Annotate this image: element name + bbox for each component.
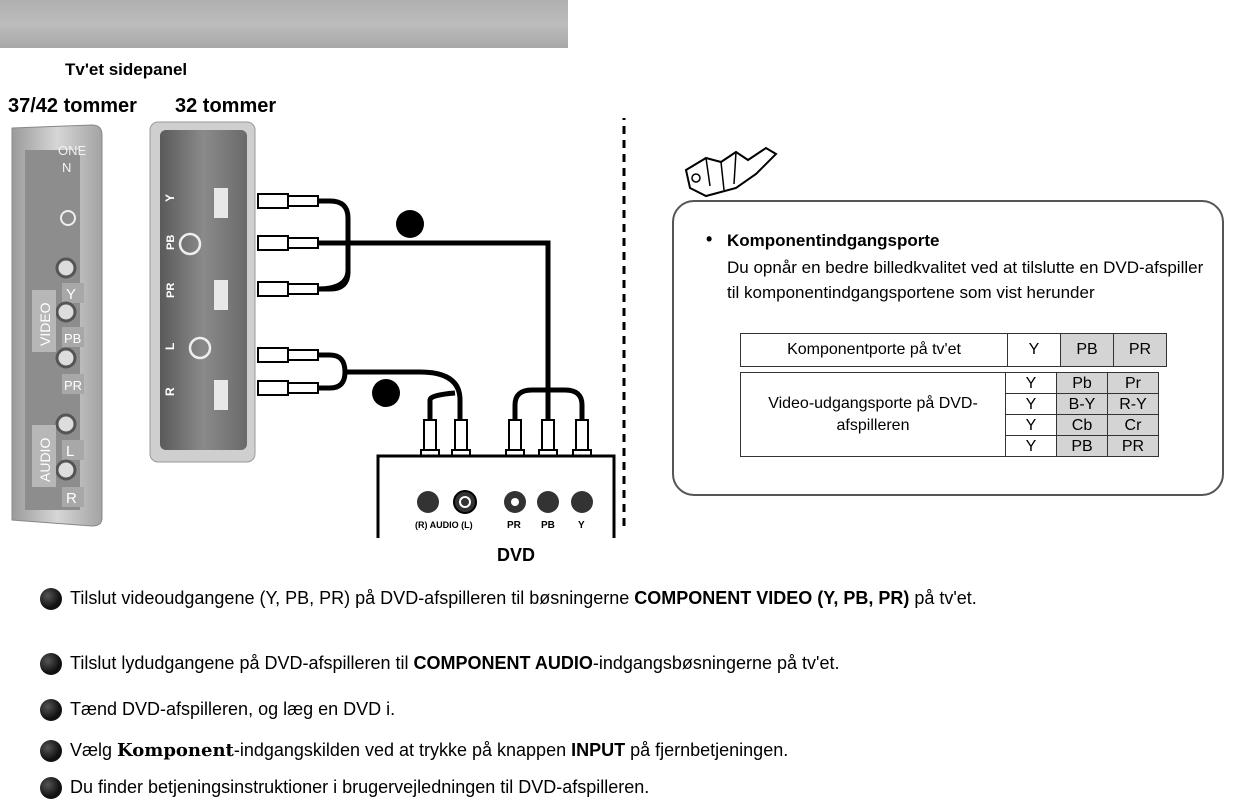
- large-label-video: VIDEO: [37, 302, 53, 346]
- dvd-port-pr: R-Y: [1107, 393, 1159, 415]
- dvd-label: DVD: [497, 545, 536, 565]
- step-2-post: -indgangsbøsningerne på tv'et.: [592, 653, 840, 673]
- large-label-one: ONE: [58, 143, 87, 158]
- dvd-jack-y: [571, 491, 593, 513]
- small-jack-pb: [178, 232, 202, 256]
- dvd-jack-pb: [537, 491, 559, 513]
- step-4-text: Vælg Komponent-indgangskilden ved at try…: [70, 736, 788, 765]
- small-jack-l: [188, 336, 212, 360]
- step-1-marker: [40, 588, 62, 610]
- tv-port-pr: PR: [1113, 333, 1167, 367]
- small-label-y: Y: [163, 194, 177, 202]
- step-4-bold2: INPUT: [571, 740, 626, 760]
- dvd-port-y: Y: [1005, 435, 1057, 457]
- large-label-n: N: [62, 160, 71, 175]
- table-row: Komponentporte på tv'et Y PB PR: [740, 333, 1167, 367]
- step-1-post: på tv'et.: [909, 588, 977, 608]
- size-label-small: 32 tommer: [175, 95, 277, 117]
- panel-plugs: [257, 193, 319, 396]
- step-2-text: Tilslut lydudgangene på DVD-afspilleren …: [70, 649, 839, 677]
- tv-port-pb: PB: [1060, 333, 1114, 367]
- step-4-post: på fjernbetjeningen.: [625, 740, 789, 760]
- cables: [317, 198, 585, 420]
- small-label-pb: PB: [165, 235, 177, 250]
- step-2-pre: Tilslut lydudgangene på DVD-afspilleren …: [70, 653, 414, 673]
- dvd-port-pr: Pr: [1107, 372, 1159, 394]
- step-4-pre: Vælg: [70, 740, 118, 760]
- dvd-audio-label: (R) AUDIO (L): [415, 520, 473, 530]
- step-4-bold: Komponent: [117, 740, 234, 761]
- dvd-ports-table: Video-udgangsporte på DVD-afspilleren Y …: [740, 372, 1159, 457]
- step-4-mid: -indgangskilden ved at trykke på knappen: [233, 740, 572, 760]
- dvd-port-y: Y: [1005, 372, 1057, 394]
- tv-ports-label: Komponentporte på tv'et: [740, 333, 1008, 367]
- large-label-pb: PB: [64, 331, 81, 346]
- dvd-port-pr: Cr: [1107, 414, 1159, 436]
- step-4-marker: [40, 740, 62, 762]
- headphone-icon: [60, 210, 76, 226]
- step-1-pre: Tilslut videoudgangene (Y, PB, PR) på DV…: [70, 588, 635, 608]
- step-3-text: Tænd DVD-afspilleren, og læg en DVD i.: [70, 699, 396, 719]
- large-label-y: Y: [66, 286, 76, 303]
- tip-heading: Komponentindgangsporte: [727, 231, 940, 250]
- small-label-pr: PR: [165, 283, 177, 298]
- tv-ports-table: Komponentporte på tv'et Y PB PR: [740, 333, 1167, 367]
- large-label-l: L: [66, 443, 74, 460]
- large-label-audio: AUDIO: [37, 438, 53, 482]
- step-marker-1: [396, 210, 424, 238]
- dvd-port-pb: B-Y: [1056, 393, 1108, 415]
- dvd-y-label: Y: [578, 520, 585, 531]
- large-jack-y: [55, 301, 77, 323]
- dvd-pr-label: PR: [507, 520, 522, 531]
- large-label-r: R: [66, 490, 77, 507]
- dvd-port-y: Y: [1005, 414, 1057, 436]
- tv-panel-large: ONE N Y PB PR L R VIDEO AUDIO: [11, 124, 103, 527]
- table-row: Y PB PR: [741, 435, 1159, 457]
- dvd-port-pb: Pb: [1056, 372, 1108, 394]
- small-label-r: R: [163, 387, 177, 396]
- step-marker-2: [372, 379, 400, 407]
- large-jack-video: [55, 257, 77, 279]
- table-row: Y B-Y R-Y: [741, 393, 1159, 415]
- dvd-player: (R) AUDIO (L) PR PB Y: [376, 454, 616, 538]
- panel-title: Tv'et sidepanel: [65, 60, 188, 79]
- small-label-l: L: [163, 343, 177, 350]
- large-jack-pr: [55, 413, 77, 435]
- dvd-ports-label: Video-udgangsporte på DVD-afspilleren: [740, 372, 1006, 457]
- large-jack-l: [55, 459, 77, 481]
- step-1-bold: COMPONENT VIDEO (Y, PB, PR): [634, 588, 910, 608]
- step-3-marker: [40, 699, 62, 721]
- large-jack-pb: [55, 347, 77, 369]
- dvd-jack-audio-r: [417, 491, 439, 513]
- step-5-text: Du finder betjeningsinstruktioner i brug…: [70, 777, 650, 797]
- tv-port-y: Y: [1007, 333, 1061, 367]
- dvd-pb-label: PB: [541, 520, 555, 531]
- step-5-marker: [40, 777, 62, 799]
- tip-body: Du opnår en bedre billedkvalitet ved at …: [727, 258, 1204, 302]
- size-label-large: 37/42 tommer: [8, 95, 137, 117]
- step-1-text: Tilslut videoudgangene (Y, PB, PR) på DV…: [70, 584, 1235, 612]
- large-label-pr: PR: [64, 378, 82, 393]
- dvd-port-y: Y: [1005, 393, 1057, 415]
- table-row: Video-udgangsporte på DVD-afspilleren Y …: [740, 372, 1159, 457]
- step-2-bold: COMPONENT AUDIO: [413, 653, 593, 673]
- tip-bullet: •: [706, 229, 713, 249]
- connection-diagram: ONE N Y PB PR L R VIDEO AUDIO Y PB PR L: [11, 118, 626, 538]
- pointing-hand-icon: [684, 146, 778, 198]
- header-bar: [0, 0, 568, 48]
- step-2-marker: [40, 653, 62, 675]
- tv-panel-small: Y PB PR L R: [149, 121, 256, 463]
- dvd-port-pb: PB: [1056, 435, 1108, 457]
- dvd-port-pb: Cb: [1056, 414, 1108, 436]
- dvd-port-pr: PR: [1107, 435, 1159, 457]
- dvd-jack-audio-l: [453, 490, 477, 514]
